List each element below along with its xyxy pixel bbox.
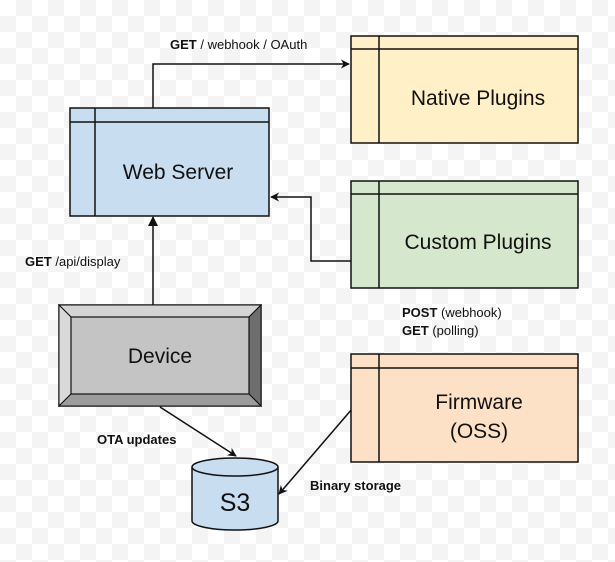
- edge-method: GET: [170, 37, 197, 52]
- cylinder-top: [191, 457, 279, 477]
- edge-label-web-to-native: GET / webhook / OAuth: [170, 37, 307, 52]
- edge-line: [278, 408, 353, 495]
- bevel-right: [248, 303, 262, 408]
- edge-path: /api/display: [52, 254, 121, 269]
- cylinder-body: [191, 467, 279, 531]
- node-label: S3: [220, 489, 251, 517]
- node-box: [69, 107, 270, 217]
- edge-line: [159, 406, 237, 457]
- edge-label-device-to-web: GET /api/display: [25, 254, 121, 269]
- edge-method: POST: [402, 305, 437, 320]
- node-label: Web Server: [123, 161, 234, 184]
- node-box: [350, 180, 579, 289]
- edge-web-to-native: [152, 59, 350, 108]
- edge-method: GET: [25, 254, 52, 269]
- node-label: Custom Plugins: [404, 231, 551, 254]
- node-custom-plugins[interactable]: Custom Plugins: [350, 180, 579, 289]
- edge-label-device-to-s3: OTA updates: [97, 432, 176, 447]
- edge-label-firmware-to-s3: Binary storage: [310, 478, 401, 493]
- node-s3[interactable]: S3: [191, 457, 279, 531]
- node-label-line2: (OSS): [450, 420, 508, 443]
- edge-label-custom-to-web-line2: GET (polling): [402, 323, 479, 338]
- edge-line: [270, 192, 351, 262]
- bevel-top: [57, 304, 263, 318]
- node-web-server[interactable]: Web Server: [69, 107, 270, 217]
- node-label-line1: Firmware: [435, 391, 523, 414]
- edge-path: / webhook / OAuth: [197, 37, 308, 52]
- node-label: Native Plugins: [411, 87, 545, 110]
- bevel-left: [58, 303, 72, 408]
- edge-custom-to-web: [270, 192, 351, 262]
- edge-detail: (webhook): [437, 305, 501, 320]
- node-firmware[interactable]: Firmware (OSS): [350, 353, 579, 463]
- edge-line: [152, 59, 350, 108]
- node-native-plugins[interactable]: Native Plugins: [350, 35, 579, 144]
- edge-detail: (polling): [429, 323, 479, 338]
- edge-method: GET: [402, 323, 429, 338]
- bevel-bottom: [57, 393, 263, 407]
- node-device[interactable]: Device: [57, 303, 263, 408]
- node-box: [350, 35, 579, 144]
- node-label: Device: [128, 345, 192, 368]
- edge-device-to-s3: [159, 406, 237, 457]
- node-box: [350, 353, 579, 463]
- edge-firmware-to-s3: [278, 408, 353, 495]
- node-face: [70, 316, 250, 395]
- edge-label-custom-to-web-line1: POST (webhook): [402, 305, 502, 320]
